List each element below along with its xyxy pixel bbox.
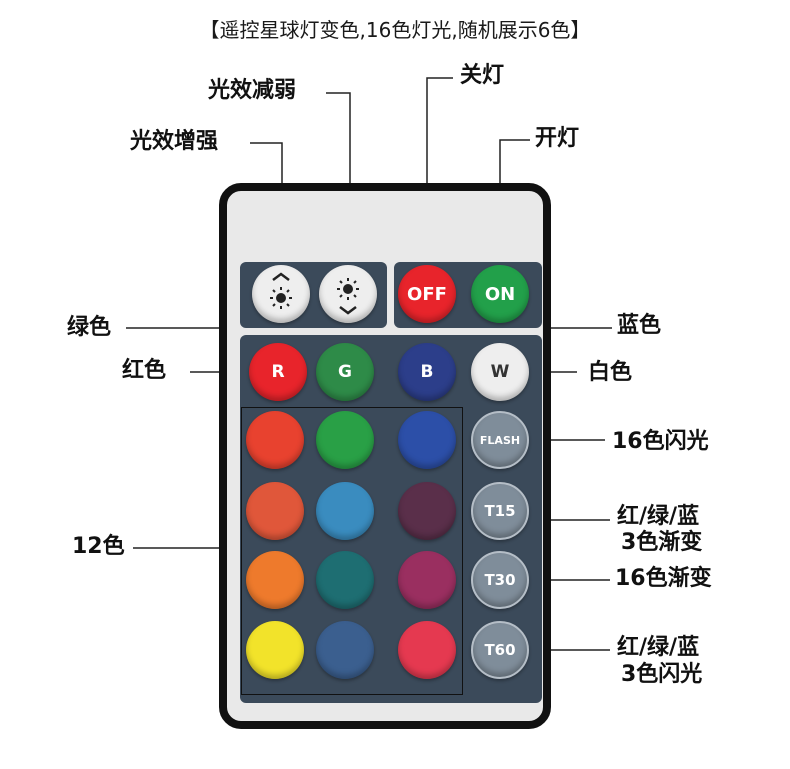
label-blue: 蓝色 <box>617 314 661 338</box>
color-button-5[interactable] <box>316 482 374 540</box>
label-t60-line2: 3色闪光 <box>621 663 702 687</box>
color-button-9[interactable] <box>398 551 456 609</box>
label-off: 关灯 <box>460 64 504 88</box>
color-button-1[interactable] <box>246 411 304 469</box>
label-t15-line1: 红/绿/蓝 <box>617 505 699 529</box>
label-brightness-up: 光效增强 <box>130 130 218 154</box>
brightness-up-button[interactable] <box>252 265 310 323</box>
label-flash: 16色闪光 <box>612 430 709 454</box>
blue-button[interactable]: B <box>398 343 456 401</box>
label-green: 绿色 <box>67 316 111 340</box>
color-button-4[interactable] <box>246 482 304 540</box>
brightness-up-icon <box>261 272 301 316</box>
label-red: 红色 <box>122 359 166 383</box>
t15-button[interactable]: T15 <box>471 482 529 540</box>
label-white: 白色 <box>588 361 632 385</box>
color-button-6[interactable] <box>398 482 456 540</box>
brightness-down-icon <box>328 272 368 316</box>
color-button-2[interactable] <box>316 411 374 469</box>
label-t30: 16色渐变 <box>615 567 712 591</box>
t30-button[interactable]: T30 <box>471 551 529 609</box>
off-button[interactable]: OFF <box>398 265 456 323</box>
on-button[interactable]: ON <box>471 265 529 323</box>
label-twelve-colors: 12色 <box>72 535 125 559</box>
label-on: 开灯 <box>535 127 579 151</box>
t60-button[interactable]: T60 <box>471 621 529 679</box>
brightness-down-button[interactable] <box>319 265 377 323</box>
label-t15-line2: 3色渐变 <box>621 531 702 555</box>
label-t60-line1: 红/绿/蓝 <box>617 636 699 660</box>
red-button[interactable]: R <box>249 343 307 401</box>
color-button-3[interactable] <box>398 411 456 469</box>
green-button[interactable]: G <box>316 343 374 401</box>
flash-button[interactable]: FLASH <box>471 411 529 469</box>
color-button-7[interactable] <box>246 551 304 609</box>
color-button-10[interactable] <box>246 621 304 679</box>
label-brightness-down: 光效减弱 <box>208 79 296 103</box>
white-button[interactable]: W <box>471 343 529 401</box>
color-button-12[interactable] <box>398 621 456 679</box>
color-button-11[interactable] <box>316 621 374 679</box>
color-button-8[interactable] <box>316 551 374 609</box>
